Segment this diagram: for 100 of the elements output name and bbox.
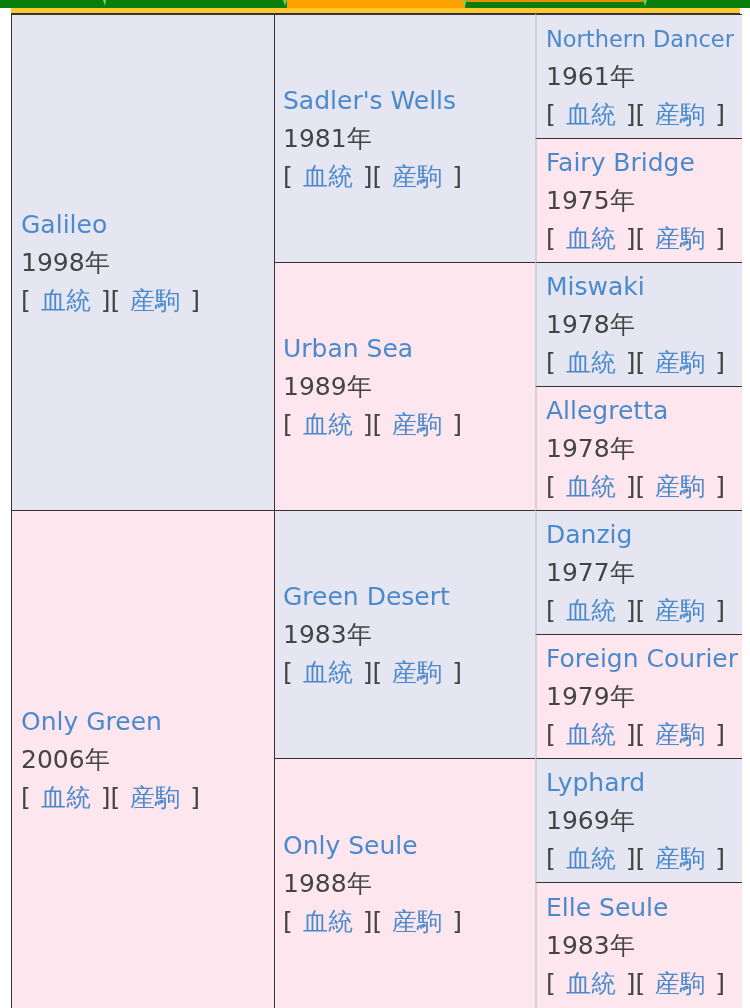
- pedigree-cell: [535, 14, 742, 138]
- name-link: Miswaki: [546, 271, 645, 301]
- name-link: Only Green: [21, 706, 162, 736]
- name-link: Fairy Bridge: [546, 147, 695, 177]
- bracket-text: ][: [625, 99, 646, 129]
- bracket-text: ][: [625, 719, 646, 749]
- pedigree-link: 血統: [302, 409, 353, 439]
- bracket-text: ]: [452, 657, 463, 687]
- bracket-text: ][: [362, 906, 383, 936]
- offspring-link: 産駒: [655, 471, 706, 501]
- name-link: Urban Sea: [283, 333, 414, 363]
- bracket-text: [: [546, 719, 556, 749]
- year-text: 1978年: [546, 433, 635, 463]
- offspring-link: 産駒: [392, 409, 443, 439]
- bracket-text: [: [546, 347, 556, 377]
- pedigree-cell: [274, 510, 536, 758]
- name-link: Green Desert: [283, 581, 450, 611]
- pedigree-link: 血統: [565, 347, 616, 377]
- pedigree-link: 血統: [302, 906, 353, 936]
- offspring-link: 産駒: [130, 285, 181, 315]
- pedigree-link: 血統: [565, 968, 616, 998]
- bracket-text: ]: [452, 161, 463, 191]
- bracket-text: ][: [362, 657, 383, 687]
- bracket-text: ]: [190, 285, 201, 315]
- name-link: Galileo: [21, 209, 108, 239]
- offspring-link: 産駒: [655, 347, 706, 377]
- pedigree-cell: [11, 510, 274, 1008]
- bracket-text: [: [283, 161, 293, 191]
- year-text: 1975年: [546, 185, 635, 215]
- bracket-text: [: [546, 843, 556, 873]
- bracket-text: [: [283, 657, 293, 687]
- name-link: Only Seule: [283, 830, 418, 860]
- offspring-link: 産駒: [655, 223, 706, 253]
- bracket-text: ]: [715, 968, 726, 998]
- bracket-text: ]: [715, 843, 726, 873]
- bracket-text: [: [21, 782, 31, 812]
- bracket-text: ][: [625, 223, 646, 253]
- pedigree-cell: [535, 882, 742, 1008]
- offspring-link: 産駒: [392, 906, 443, 936]
- pedigree-cell: [11, 14, 274, 510]
- bracket-text: ]: [715, 347, 726, 377]
- bracket-text: [: [546, 968, 556, 998]
- bracket-text: ][: [625, 347, 646, 377]
- bracket-text: ][: [625, 968, 646, 998]
- pedigree-cell: [535, 262, 742, 386]
- pedigree-link: 血統: [565, 719, 616, 749]
- year-text: 1961年: [546, 61, 635, 91]
- bracket-text: [: [546, 595, 556, 625]
- year-text: 1983年: [546, 930, 635, 960]
- name-link: Northern Dancer: [546, 25, 734, 52]
- bracket-text: ]: [452, 906, 463, 936]
- name-link: Lyphard: [546, 767, 646, 797]
- pedigree-link: 血統: [565, 99, 616, 129]
- name-link: Elle Seule: [546, 892, 669, 922]
- bracket-text: ][: [362, 409, 383, 439]
- bracket-text: ]: [715, 223, 726, 253]
- pedigree-link: 血統: [565, 595, 616, 625]
- bracket-text: ][: [625, 471, 646, 501]
- bracket-text: [: [546, 223, 556, 253]
- year-text: 1978年: [546, 309, 635, 339]
- bracket-text: ]: [715, 471, 726, 501]
- pedigree-cell: [535, 138, 742, 262]
- bracket-text: ][: [100, 285, 121, 315]
- pedigree-cell: [535, 510, 742, 634]
- year-text: 1979年: [546, 681, 635, 711]
- offspring-link: 産駒: [655, 843, 706, 873]
- year-text: 1981年: [283, 123, 372, 153]
- pedigree-link: 血統: [40, 285, 91, 315]
- bracket-text: ]: [715, 99, 726, 129]
- pedigree-cell: [535, 634, 742, 758]
- bracket-text: [: [283, 409, 293, 439]
- year-text: 1998年: [21, 247, 110, 277]
- offspring-link: 産駒: [655, 719, 706, 749]
- pedigree-cell: [274, 14, 536, 262]
- year-text: 1989年: [283, 371, 372, 401]
- pedigree-cell: [535, 386, 742, 510]
- pedigree-link: 血統: [565, 843, 616, 873]
- pedigree-cell: [274, 758, 536, 1008]
- pedigree-link: 血統: [302, 657, 353, 687]
- bracket-text: ]: [452, 409, 463, 439]
- bracket-text: ][: [100, 782, 121, 812]
- pedigree-link: 血統: [40, 782, 91, 812]
- bracket-text: [: [546, 99, 556, 129]
- bracket-text: ][: [625, 843, 646, 873]
- pedigree-cell: [274, 262, 536, 510]
- name-link: Sadler's Wells: [283, 85, 457, 115]
- bracket-text: [: [546, 471, 556, 501]
- name-link: Allegretta: [546, 395, 669, 425]
- name-link: Foreign Courier: [546, 643, 738, 673]
- bracket-text: [: [21, 285, 31, 315]
- bracket-text: [: [283, 906, 293, 936]
- pedigree-link: 血統: [302, 161, 353, 191]
- year-text: 1969年: [546, 805, 635, 835]
- pedigree-link: 血統: [565, 223, 616, 253]
- pedigree-link: 血統: [565, 471, 616, 501]
- bracket-text: ]: [715, 719, 726, 749]
- offspring-link: 産駒: [655, 595, 706, 625]
- pedigree-cell: [535, 758, 742, 882]
- year-text: 2006年: [21, 744, 110, 774]
- name-link: Danzig: [546, 519, 633, 549]
